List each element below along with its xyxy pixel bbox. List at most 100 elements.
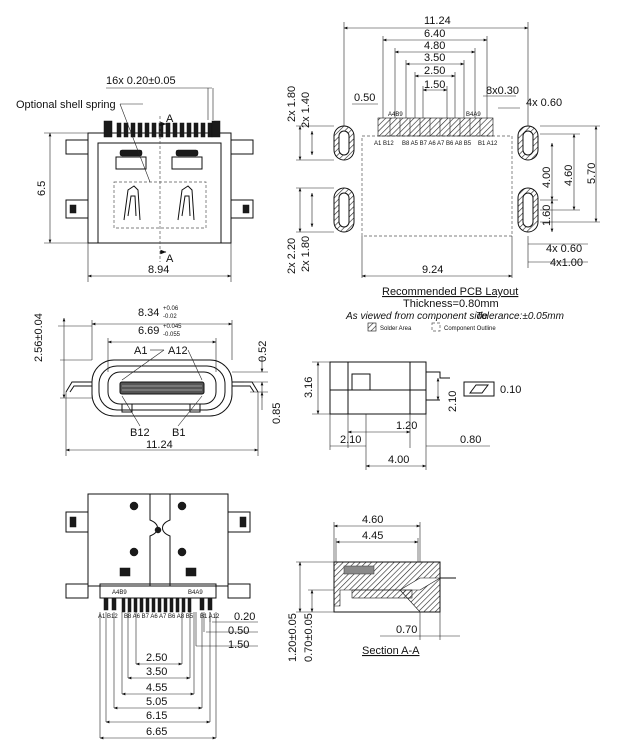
pcb-dim-4-80: 4.80 (424, 40, 445, 52)
pcb-pad-label-right: B4A9 (466, 112, 481, 118)
section-title: Section A-A (362, 645, 420, 657)
pcb-dim-4x-0-60: 4x 0.60 (526, 97, 562, 109)
pcb-dim-1-50: 1.50 (424, 79, 445, 91)
section-label-top: A (166, 113, 174, 125)
pcb-dim-4-60: 4.60 (563, 165, 575, 186)
side-dim-0-80: 0.80 (460, 434, 481, 446)
front-dim-2-56: 2.56±0.04 (33, 313, 45, 362)
front-dim-0-85: 0.85 (271, 403, 283, 424)
side-body (329, 361, 427, 415)
pcb-dim-2x-1-40: 2x 1.40 (300, 92, 312, 128)
front-dim-8-34-tol-dn: -0.02 (163, 314, 177, 320)
pcb-dim-3-50: 3.50 (424, 52, 445, 64)
section-dim-0-70-w: 0.70 (396, 624, 417, 636)
pcb-title: Recommended PCB Layout (382, 286, 518, 298)
front-dim-6-69-tol-dn: -0.055 (163, 332, 181, 338)
left-shell-tab (65, 199, 89, 219)
side-dim-4-00: 4.00 (388, 454, 409, 466)
height-dim: 6.5 (36, 181, 48, 196)
bottom-dim-5-05: 5.05 (146, 696, 167, 708)
pcb-tolerance: Tolerance:±0.05mm (476, 311, 564, 322)
front-label-a1: A1 (134, 345, 147, 357)
section-dim-1-20: 1.20±0.05 (287, 613, 299, 662)
shell-spring-label: Optional shell spring (16, 99, 116, 111)
top-view: A A Optional shell spring 16x 0.20±0.05 … (16, 75, 254, 282)
front-dim-8-34-tol-up: +0.06 (163, 306, 179, 312)
spring-right (177, 185, 195, 221)
pcb-dim-1-60: 1.60 (541, 205, 553, 226)
pcb-view-note: As viewed from component side (345, 311, 488, 322)
pcb-slot-holes (333, 125, 539, 233)
side-dim-3-16: 3.16 (303, 377, 315, 398)
side-dim-1-20: 1.20 (396, 420, 417, 432)
pcb-dim-2x-1-80-b: 2x 1.80 (300, 236, 312, 272)
legend-solder-label: Solder Area (380, 326, 412, 332)
section-view: 4.60 4.45 1.20±0.05 0.70±0.05 0.70 Secti… (287, 514, 460, 662)
front-dim-11-24: 11.24 (146, 439, 173, 451)
front-view: 8.34 +0.06 -0.02 6.69 +0.045 -0.055 A1 A… (33, 306, 283, 456)
front-dim-0-52: 0.52 (257, 341, 269, 362)
bottom-body (87, 493, 229, 587)
spring-left (123, 185, 141, 221)
pcb-dim-9-24: 9.24 (422, 264, 443, 276)
side-view: 0.10 2.10 3.16 1.20 2.10 0.80 4.00 (303, 361, 521, 470)
pcb-dim-5-70: 5.70 (586, 163, 598, 184)
section-dim-4-60: 4.60 (362, 514, 383, 526)
bottom-dim-6-65: 6.65 (146, 726, 167, 738)
side-dim-2-10: 2.10 (340, 434, 361, 446)
front-label-a12: A12 (168, 345, 188, 357)
bottom-pad-label-right: B4A9 (188, 590, 203, 596)
pcb-dim-4-00: 4.00 (541, 167, 553, 188)
pcb-dim-4x-0-60-b: 4x 0.60 (546, 243, 582, 255)
pcb-pad-label-left: A4B9 (388, 112, 403, 118)
bottom-pin-label-b: B8 A6 B7 A6 A7 B6 A8 B5 (124, 614, 194, 620)
pcb-dim-8x0-30: 8x0.30 (486, 85, 519, 97)
bottom-view: A4B9 B4A9 A1 B12 B8 A6 B7 A6 A7 B6 A8 B5… (65, 493, 258, 740)
bottom-dim-0-20: 0.20 (234, 611, 255, 623)
bottom-dim-1-50: 1.50 (228, 639, 249, 651)
pcb-dim-4x-1-00: 4x1.00 (550, 257, 583, 269)
section-dim-0-70: 0.70±0.05 (303, 613, 315, 662)
pcb-dim-2x-1-80: 2x 1.80 (286, 86, 298, 122)
legend-outline-swatch (431, 322, 441, 332)
pcb-pin-label-a: A1 B12 (374, 141, 394, 147)
side-dim-2-10-v: 2.10 (447, 391, 459, 412)
top-view-body (87, 132, 232, 244)
pcb-dim-2x-2-20: 2x 2.20 (286, 238, 298, 274)
top-view-pins (103, 120, 221, 138)
legend-outline-label: Component Outline (444, 326, 496, 332)
pcb-component-outline (361, 135, 513, 237)
front-dim-6-69: 6.69 (138, 325, 159, 337)
pcb-dim-11-24: 11.24 (424, 15, 451, 27)
bottom-dim-2-50: 2.50 (146, 652, 167, 664)
pcb-signal-pads (377, 117, 494, 137)
pcb-dim-6-40: 6.40 (424, 28, 445, 40)
front-label-b1: B1 (172, 427, 185, 439)
pcb-layout: A4B9 B4A9 A1 B12 B8 A5 B7 A6 A7 B6 A8 B5… (286, 15, 600, 332)
width-dim: 8.94 (148, 264, 169, 276)
front-dim-6-69-tol-up: +0.045 (163, 324, 182, 330)
side-flatness-value: 0.10 (500, 384, 521, 396)
bottom-pad-label-left: A4B9 (112, 590, 127, 596)
front-label-b12: B12 (130, 427, 150, 439)
bottom-pin-label-a: A1 B12 (98, 614, 118, 620)
front-receptacle-opening (107, 371, 217, 405)
bottom-pins (103, 597, 213, 613)
pcb-pin-label-b: B8 A5 B7 A6 A7 B6 A8 B5 (402, 141, 472, 147)
bottom-dim-3-50: 3.50 (146, 666, 167, 678)
bottom-dim-6-15: 6.15 (146, 710, 167, 722)
pin-pitch-dim: 16x 0.20±0.05 (106, 75, 176, 87)
pcb-dim-0-50: 0.50 (354, 92, 375, 104)
front-dim-8-34: 8.34 (138, 307, 159, 319)
pcb-pin-label-c: B1 A12 (478, 141, 498, 147)
right-shell-tab (230, 199, 254, 219)
bottom-dim-4-55: 4.55 (146, 682, 167, 694)
pcb-thickness: Thickness=0.80mm (403, 298, 499, 310)
flatness-frame (463, 381, 495, 397)
front-tongue (119, 381, 205, 395)
top-view-inner (97, 142, 222, 244)
legend-solder-swatch (367, 322, 377, 332)
front-shell-outer (91, 359, 233, 417)
section-dim-4-45: 4.45 (362, 530, 383, 542)
